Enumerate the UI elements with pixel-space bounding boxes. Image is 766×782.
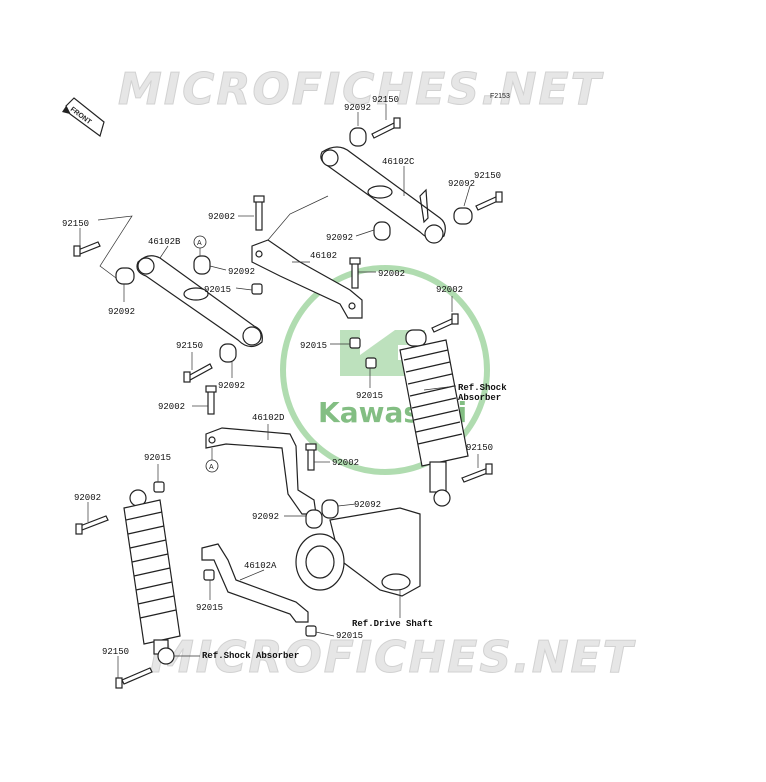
label-92150-right: 92150 (474, 171, 501, 181)
label-92150-shock: 92150 (466, 443, 493, 453)
label-92092-left: 92092 (108, 307, 135, 317)
label-92092-right: 92092 (448, 179, 475, 189)
label-92015-l4: 92015 (144, 453, 171, 463)
bushing-92092-l2 (219, 343, 237, 363)
label-92015-mid: 92015 (300, 341, 327, 351)
label-92002-c: 92002 (332, 458, 359, 468)
svg-text:A: A (197, 240, 202, 247)
nut-92015-shock (365, 357, 377, 369)
ref-shock-absorber-right-line2: Absorber (458, 393, 501, 403)
bolt-92002-c (305, 443, 317, 471)
label-92002-r1: 92002 (378, 269, 405, 279)
watermark-bottom: MICROFICHES.NET (150, 632, 636, 683)
shock-absorber-right (399, 329, 469, 507)
label-92092-top: 92092 (344, 103, 371, 113)
label-92015-c4: 92015 (336, 631, 363, 641)
bolt-92002-r1 (349, 257, 361, 289)
watermark-top: MICROFICHES.NET (118, 64, 604, 115)
bolt-92002-l5 (75, 515, 109, 535)
label-92092-a: 92092 (228, 267, 255, 277)
bolt-92002-mid (253, 195, 265, 231)
label-46102c: 46102C (382, 157, 415, 167)
label-92092-l2: 92092 (218, 381, 245, 391)
upper-arm-46102c (320, 146, 446, 244)
label-92092-center: 92092 (326, 233, 353, 243)
nut-92015-l6 (203, 569, 215, 581)
figure-code: F2153 (490, 93, 510, 100)
label-92150-top: 92150 (372, 95, 399, 105)
label-92002-l5: 92002 (74, 493, 101, 503)
label-46102a: 46102A (244, 561, 277, 571)
label-92092-c2: 92092 (354, 500, 381, 510)
bolt-92002-l3 (205, 385, 217, 415)
bushing-92092-a (193, 255, 211, 275)
bolt-92150-l2 (183, 363, 213, 383)
bushing-92092-left (115, 267, 135, 285)
label-92015-shock: 92015 (356, 391, 383, 401)
bolt-92150-left (73, 241, 101, 257)
bushing-92092-top (349, 127, 367, 147)
bracket-46102 (251, 195, 363, 319)
nut-92015-c4 (305, 625, 317, 637)
nut-92015-a (251, 283, 263, 295)
ref-shock-absorber-left: Ref.Shock Absorber (202, 651, 299, 661)
label-92002-l3: 92002 (158, 402, 185, 412)
label-92002-mid: 92002 (208, 212, 235, 222)
ref-drive-shaft: Ref.Drive Shaft (352, 619, 433, 629)
shock-absorber-left (123, 481, 181, 665)
label-46102: 46102 (310, 251, 337, 261)
bushing-92092-center (373, 221, 391, 241)
front-arrow-icon: FRONT (62, 97, 105, 137)
callout-a-top: A (193, 235, 207, 256)
nut-92015-mid (349, 337, 361, 349)
label-92002-r2: 92002 (436, 285, 463, 295)
svg-text:A: A (209, 464, 214, 471)
label-92015-a: 92015 (204, 285, 231, 295)
knuckle-hub (295, 499, 421, 597)
bolt-92150-right (475, 191, 503, 211)
lower-arm-46102d (205, 427, 317, 515)
bolt-92150-bottom (115, 667, 153, 689)
label-46102d: 46102D (252, 413, 284, 423)
label-46102b: 46102B (148, 237, 181, 247)
bolt-92002-r2 (431, 313, 459, 333)
upper-arm-46102b (136, 255, 263, 348)
label-92092-c3: 92092 (252, 512, 279, 522)
callout-a-bottom: A (205, 448, 219, 473)
bolt-92150-shock (461, 463, 493, 483)
label-92015-l6: 92015 (196, 603, 223, 613)
label-92150-left: 92150 (62, 219, 89, 229)
bolt-92150-top (371, 117, 401, 139)
label-92150-bottom: 92150 (102, 647, 129, 657)
bushing-92092-right (453, 207, 473, 225)
lower-arm-46102a (201, 543, 309, 623)
label-92150-l2: 92150 (176, 341, 203, 351)
ref-shock-absorber-right-line1: Ref.Shock (458, 383, 507, 393)
